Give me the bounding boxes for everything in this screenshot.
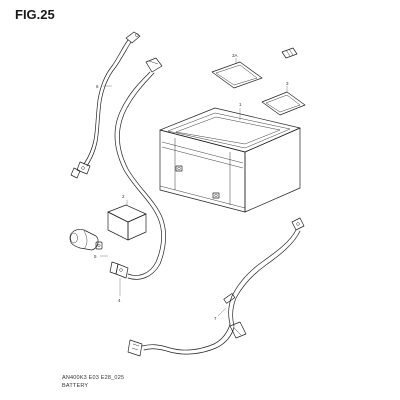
callout-5: 5 — [94, 254, 97, 259]
label-plate-3 — [261, 91, 306, 116]
cable-7 — [127, 217, 305, 357]
leader-lines — [100, 58, 288, 317]
figure-title: FIG.25 — [15, 7, 55, 22]
callout-4: 4 — [118, 298, 121, 303]
callout-1: 1 — [239, 102, 242, 107]
battery — [159, 107, 301, 213]
section-name: BATTERY — [62, 383, 89, 389]
small-fitting — [281, 47, 298, 59]
cable-6 — [70, 31, 141, 179]
relay-box — [107, 204, 147, 241]
label-plate-3a — [211, 61, 263, 89]
callout-3: 3 — [286, 81, 289, 86]
callout-6: 6 — [96, 84, 99, 89]
callout-3a: 3A — [232, 53, 238, 58]
callout-2: 2 — [122, 194, 125, 199]
drawing-code: AN400K3 E03 E28_025 — [62, 375, 125, 381]
rubber-cap — [69, 229, 103, 251]
callout-7: 7 — [214, 316, 217, 321]
cable-main — [109, 57, 166, 280]
